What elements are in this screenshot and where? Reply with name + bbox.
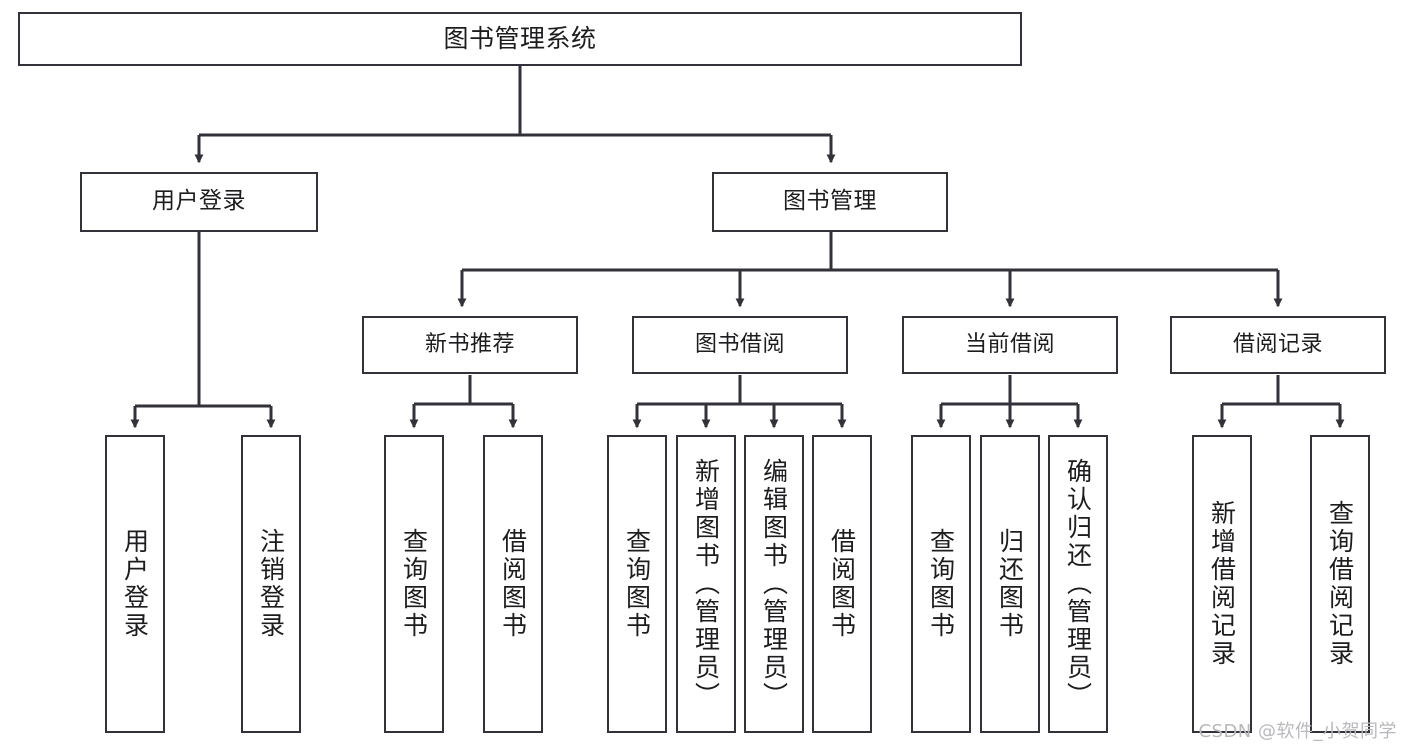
- node-leaf-query-books-borrow[interactable]: 查询图书: [607, 435, 667, 733]
- node-leaf-query-books-borrow-label: 查询图书: [622, 528, 652, 640]
- node-new-book-recommend[interactable]: 新书推荐: [362, 316, 578, 374]
- node-new-book-recommend-label: 新书推荐: [424, 332, 515, 358]
- node-current-borrow-label: 当前借阅: [964, 332, 1055, 358]
- node-leaf-confirm-return-admin[interactable]: 确认归还（管理员）: [1048, 435, 1108, 733]
- node-book-management-label: 图书管理: [783, 188, 877, 215]
- node-root[interactable]: 图书管理系统: [18, 12, 1022, 66]
- node-leaf-add-borrow-record[interactable]: 新增借阅记录: [1192, 435, 1252, 733]
- node-leaf-query-borrow-record-label: 查询借阅记录: [1325, 500, 1355, 668]
- node-leaf-borrow-books-recommend[interactable]: 借阅图书: [483, 435, 543, 733]
- node-leaf-return-books[interactable]: 归还图书: [980, 435, 1040, 733]
- node-leaf-query-books-current-label: 查询图书: [926, 528, 956, 640]
- node-leaf-add-book-admin[interactable]: 新增图书（管理员）: [676, 435, 736, 733]
- node-leaf-query-books-recommend-label: 查询图书: [399, 528, 429, 640]
- node-leaf-confirm-return-admin-label: 确认归还（管理员）: [1063, 458, 1093, 710]
- node-leaf-add-borrow-record-label: 新增借阅记录: [1207, 500, 1237, 668]
- node-borrow-records-label: 借阅记录: [1232, 332, 1323, 358]
- node-leaf-logout[interactable]: 注销登录: [241, 435, 301, 733]
- node-leaf-add-book-admin-label: 新增图书（管理员）: [691, 458, 721, 710]
- node-leaf-return-books-label: 归还图书: [995, 528, 1025, 640]
- node-leaf-logout-label: 注销登录: [256, 528, 286, 640]
- node-borrow-records[interactable]: 借阅记录: [1170, 316, 1386, 374]
- node-book-borrow-label: 图书借阅: [694, 332, 785, 358]
- node-leaf-user-login[interactable]: 用户登录: [105, 435, 165, 733]
- node-root-label: 图书管理系统: [443, 24, 597, 54]
- node-user-login[interactable]: 用户登录: [80, 172, 318, 232]
- csdn-watermark: CSDN @软件_小贺同学: [1198, 721, 1397, 742]
- node-book-management[interactable]: 图书管理: [712, 172, 948, 232]
- node-leaf-edit-book-admin[interactable]: 编辑图书（管理员）: [744, 435, 804, 733]
- node-leaf-borrow-books-recommend-label: 借阅图书: [498, 528, 528, 640]
- node-current-borrow[interactable]: 当前借阅: [902, 316, 1118, 374]
- node-leaf-borrow-books[interactable]: 借阅图书: [812, 435, 872, 733]
- node-leaf-query-books-current[interactable]: 查询图书: [911, 435, 971, 733]
- node-leaf-borrow-books-label: 借阅图书: [827, 528, 857, 640]
- node-leaf-query-books-recommend[interactable]: 查询图书: [384, 435, 444, 733]
- node-leaf-query-borrow-record[interactable]: 查询借阅记录: [1310, 435, 1370, 733]
- node-user-login-label: 用户登录: [152, 188, 246, 215]
- node-leaf-edit-book-admin-label: 编辑图书（管理员）: [759, 458, 789, 710]
- node-book-borrow[interactable]: 图书借阅: [632, 316, 848, 374]
- node-leaf-user-login-label: 用户登录: [120, 528, 150, 640]
